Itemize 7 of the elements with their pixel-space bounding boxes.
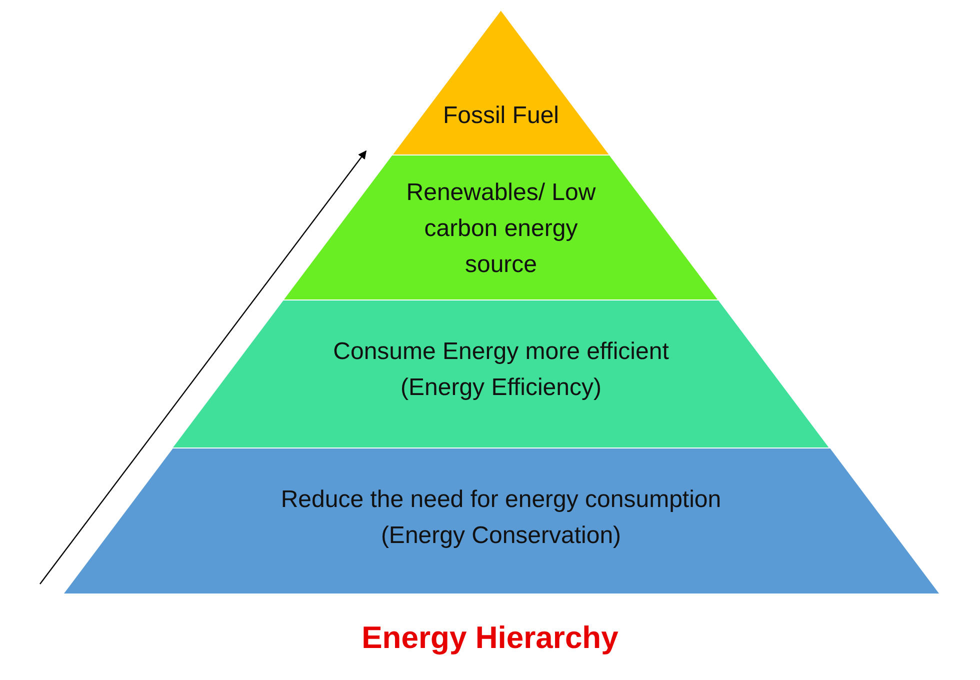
caption: Energy Hierarchy xyxy=(362,620,618,655)
band-label: Reduce the need for energy consumption xyxy=(280,485,722,515)
band-label: (Energy Conservation) xyxy=(380,521,622,551)
band-label: Fossil Fuel xyxy=(442,101,559,131)
band-label: Consume Energy more efficient xyxy=(333,337,669,367)
band-label: (Energy Efficiency) xyxy=(400,373,602,403)
band-label: Renewables/ Low carbon energy source xyxy=(405,178,597,280)
